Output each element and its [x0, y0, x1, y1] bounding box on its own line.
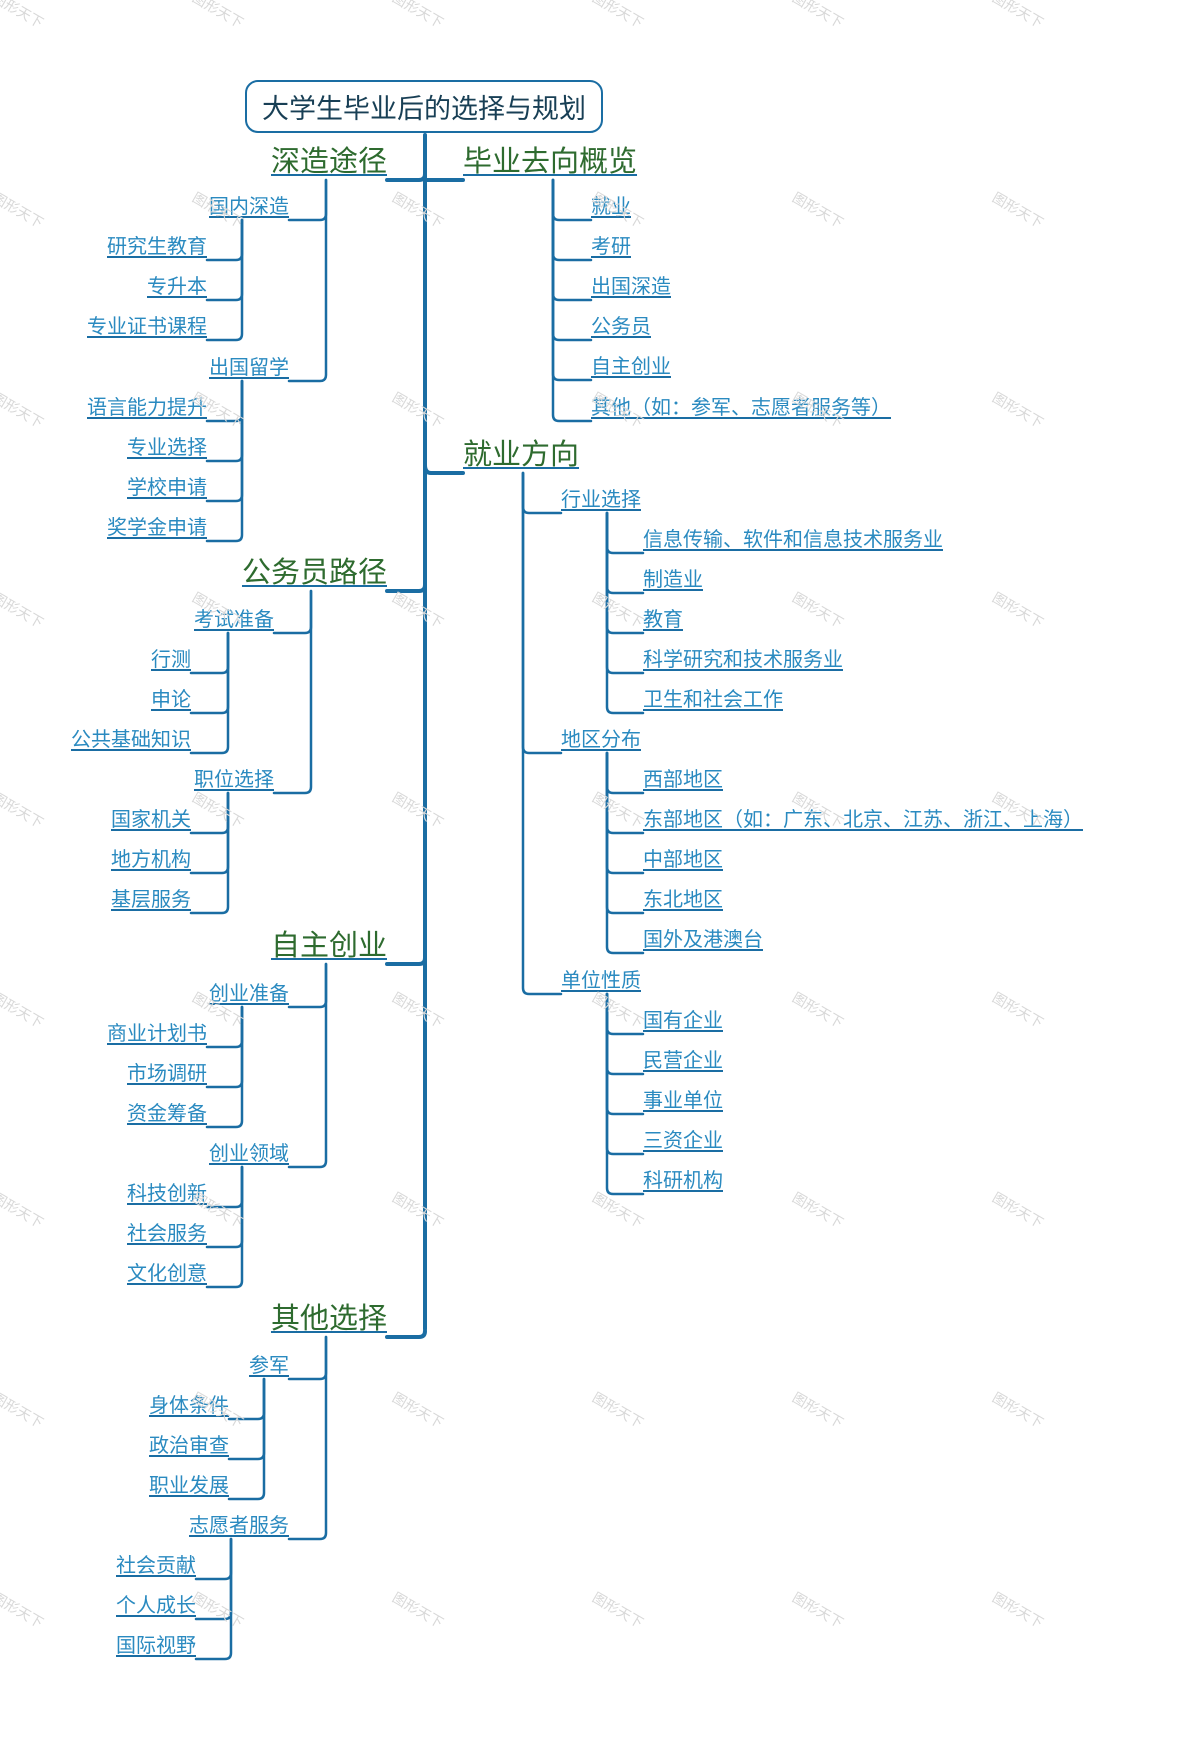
sub-branch[interactable]: 国内深造	[209, 194, 289, 218]
leaf-node[interactable]: 公共基础知识	[71, 727, 191, 751]
leaf-node[interactable]: 公务员	[591, 314, 651, 338]
leaf-node[interactable]: 其他（如：参军、志愿者服务等）	[591, 395, 891, 419]
branch-3[interactable]: 自主创业	[270, 928, 387, 962]
leaf-node[interactable]: 专业选择	[127, 435, 207, 459]
leaf-node[interactable]: 申论	[151, 687, 191, 711]
leaf-node[interactable]: 社会服务	[127, 1221, 207, 1245]
leaf-node[interactable]: 国际视野	[116, 1633, 196, 1657]
leaf-node[interactable]: 考研	[591, 234, 631, 258]
sub-branch[interactable]: 考试准备	[194, 607, 274, 631]
leaf-node[interactable]: 政治审查	[149, 1433, 229, 1457]
leaf-node[interactable]: 制造业	[643, 567, 703, 591]
leaf-node[interactable]: 卫生和社会工作	[643, 687, 783, 711]
sub-branch[interactable]: 创业准备	[209, 981, 289, 1005]
sub-branch[interactable]: 出国留学	[209, 355, 289, 379]
leaf-node[interactable]: 市场调研	[127, 1061, 207, 1085]
sub-branch[interactable]: 行业选择	[561, 487, 641, 511]
leaf-node[interactable]: 国有企业	[643, 1008, 723, 1032]
leaf-node[interactable]: 科技创新	[127, 1181, 207, 1205]
leaf-node[interactable]: 个人成长	[116, 1593, 196, 1617]
leaf-node[interactable]: 科学研究和技术服务业	[643, 647, 843, 671]
sub-branch[interactable]: 单位性质	[561, 968, 641, 992]
leaf-node[interactable]: 专业证书课程	[87, 314, 207, 338]
leaf-node[interactable]: 科研机构	[643, 1168, 723, 1192]
sub-branch[interactable]: 职位选择	[194, 767, 274, 791]
leaf-node[interactable]: 身体条件	[149, 1393, 229, 1417]
sub-branch[interactable]: 地区分布	[561, 727, 641, 751]
leaf-node[interactable]: 行测	[151, 647, 191, 671]
leaf-node[interactable]: 地方机构	[111, 847, 191, 871]
leaf-node[interactable]: 基层服务	[111, 887, 191, 911]
leaf-node[interactable]: 东北地区	[643, 887, 723, 911]
leaf-node[interactable]: 社会贡献	[116, 1553, 196, 1577]
branch-1[interactable]: 深造途径	[270, 144, 387, 178]
leaf-node[interactable]: 出国深造	[591, 274, 671, 298]
leaf-node[interactable]: 事业单位	[643, 1088, 723, 1112]
branch-2[interactable]: 公务员路径	[241, 555, 387, 589]
leaf-node[interactable]: 教育	[643, 607, 683, 631]
leaf-node[interactable]: 就业	[591, 194, 631, 218]
root-node[interactable]: 大学生毕业后的选择与规划	[245, 80, 603, 133]
leaf-node[interactable]: 东部地区（如：广东、北京、江苏、浙江、上海）	[643, 807, 1083, 831]
leaf-node[interactable]: 西部地区	[643, 767, 723, 791]
leaf-node[interactable]: 学校申请	[127, 475, 207, 499]
sub-branch[interactable]: 志愿者服务	[189, 1513, 289, 1537]
leaf-node[interactable]: 奖学金申请	[107, 515, 207, 539]
branch-4[interactable]: 其他选择	[270, 1301, 387, 1335]
branch-overview[interactable]: 毕业去向概览	[463, 144, 638, 178]
leaf-node[interactable]: 国家机关	[111, 807, 191, 831]
branch-employment[interactable]: 就业方向	[463, 437, 580, 471]
leaf-node[interactable]: 中部地区	[643, 847, 723, 871]
sub-branch[interactable]: 创业领域	[209, 1141, 289, 1165]
leaf-node[interactable]: 语言能力提升	[87, 395, 207, 419]
sub-branch[interactable]: 参军	[249, 1353, 289, 1377]
leaf-node[interactable]: 研究生教育	[107, 234, 207, 258]
leaf-node[interactable]: 信息传输、软件和信息技术服务业	[643, 527, 943, 551]
leaf-node[interactable]: 三资企业	[643, 1128, 723, 1152]
leaf-node[interactable]: 民营企业	[643, 1048, 723, 1072]
leaf-node[interactable]: 专升本	[147, 274, 207, 298]
leaf-node[interactable]: 资金筹备	[127, 1101, 207, 1125]
leaf-node[interactable]: 职业发展	[149, 1473, 229, 1497]
leaf-node[interactable]: 商业计划书	[107, 1021, 207, 1045]
leaf-node[interactable]: 国外及港澳台	[643, 927, 763, 951]
leaf-node[interactable]: 自主创业	[591, 354, 671, 378]
leaf-node[interactable]: 文化创意	[127, 1261, 207, 1285]
